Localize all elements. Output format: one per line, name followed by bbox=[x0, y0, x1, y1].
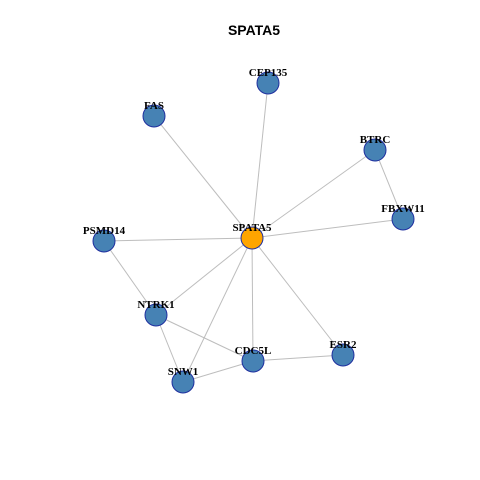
node-fbxw11: FBXW11 bbox=[381, 203, 425, 231]
node-label: PSMD14 bbox=[83, 225, 126, 237]
edge-psmd14-ntrk1 bbox=[103, 240, 157, 316]
edge-spata5-esr2 bbox=[251, 237, 344, 356]
node-psmd14: PSMD14 bbox=[83, 225, 126, 253]
node-label: CDC5L bbox=[235, 345, 272, 357]
node-esr2: ESR2 bbox=[330, 339, 357, 367]
node-circle bbox=[142, 104, 166, 128]
edge-btrc-fbxw11 bbox=[374, 149, 404, 220]
node-label: ESR2 bbox=[330, 339, 357, 351]
node-circle bbox=[171, 370, 195, 394]
edge-cdc5l-snw1 bbox=[182, 360, 254, 383]
node-spata5: SPATA5 bbox=[232, 222, 272, 250]
edge-spata5-fas bbox=[153, 115, 253, 239]
edge-spata5-fbxw11 bbox=[251, 218, 404, 239]
node-circle bbox=[240, 226, 264, 250]
edge-ntrk1-cdc5l bbox=[155, 314, 254, 362]
edge-spata5-cep135 bbox=[251, 82, 269, 239]
node-circle bbox=[241, 349, 265, 373]
node-circle bbox=[331, 343, 355, 367]
graph-title: SPATA5 bbox=[228, 22, 280, 38]
node-btrc: BTRC bbox=[360, 134, 391, 162]
node-label: SPATA5 bbox=[232, 222, 272, 234]
node-circle bbox=[92, 229, 116, 253]
node-label: FBXW11 bbox=[381, 203, 424, 215]
node-cep135: CEP135 bbox=[249, 67, 288, 95]
edge-spata5-snw1 bbox=[182, 237, 253, 383]
edge-spata5-ntrk1 bbox=[155, 237, 253, 316]
edge-layer bbox=[103, 82, 404, 383]
edge-spata5-btrc bbox=[251, 149, 376, 239]
node-ntrk1: NTRK1 bbox=[137, 299, 175, 327]
node-circle bbox=[256, 71, 280, 95]
node-label: CEP135 bbox=[249, 67, 288, 79]
node-circle bbox=[144, 303, 168, 327]
node-cdc5l: CDC5L bbox=[235, 345, 272, 373]
node-label: FAS bbox=[144, 100, 164, 112]
edge-cdc5l-esr2 bbox=[252, 354, 344, 362]
edge-spata5-psmd14 bbox=[103, 237, 253, 242]
node-fas: FAS bbox=[142, 100, 166, 128]
node-label: SNW1 bbox=[168, 366, 199, 378]
node-circle bbox=[391, 207, 415, 231]
node-snw1: SNW1 bbox=[168, 366, 199, 394]
node-label: BTRC bbox=[360, 134, 391, 146]
edge-spata5-cdc5l bbox=[251, 237, 254, 362]
node-circle bbox=[363, 138, 387, 162]
node-label: NTRK1 bbox=[137, 299, 174, 311]
edge-ntrk1-snw1 bbox=[155, 314, 184, 383]
